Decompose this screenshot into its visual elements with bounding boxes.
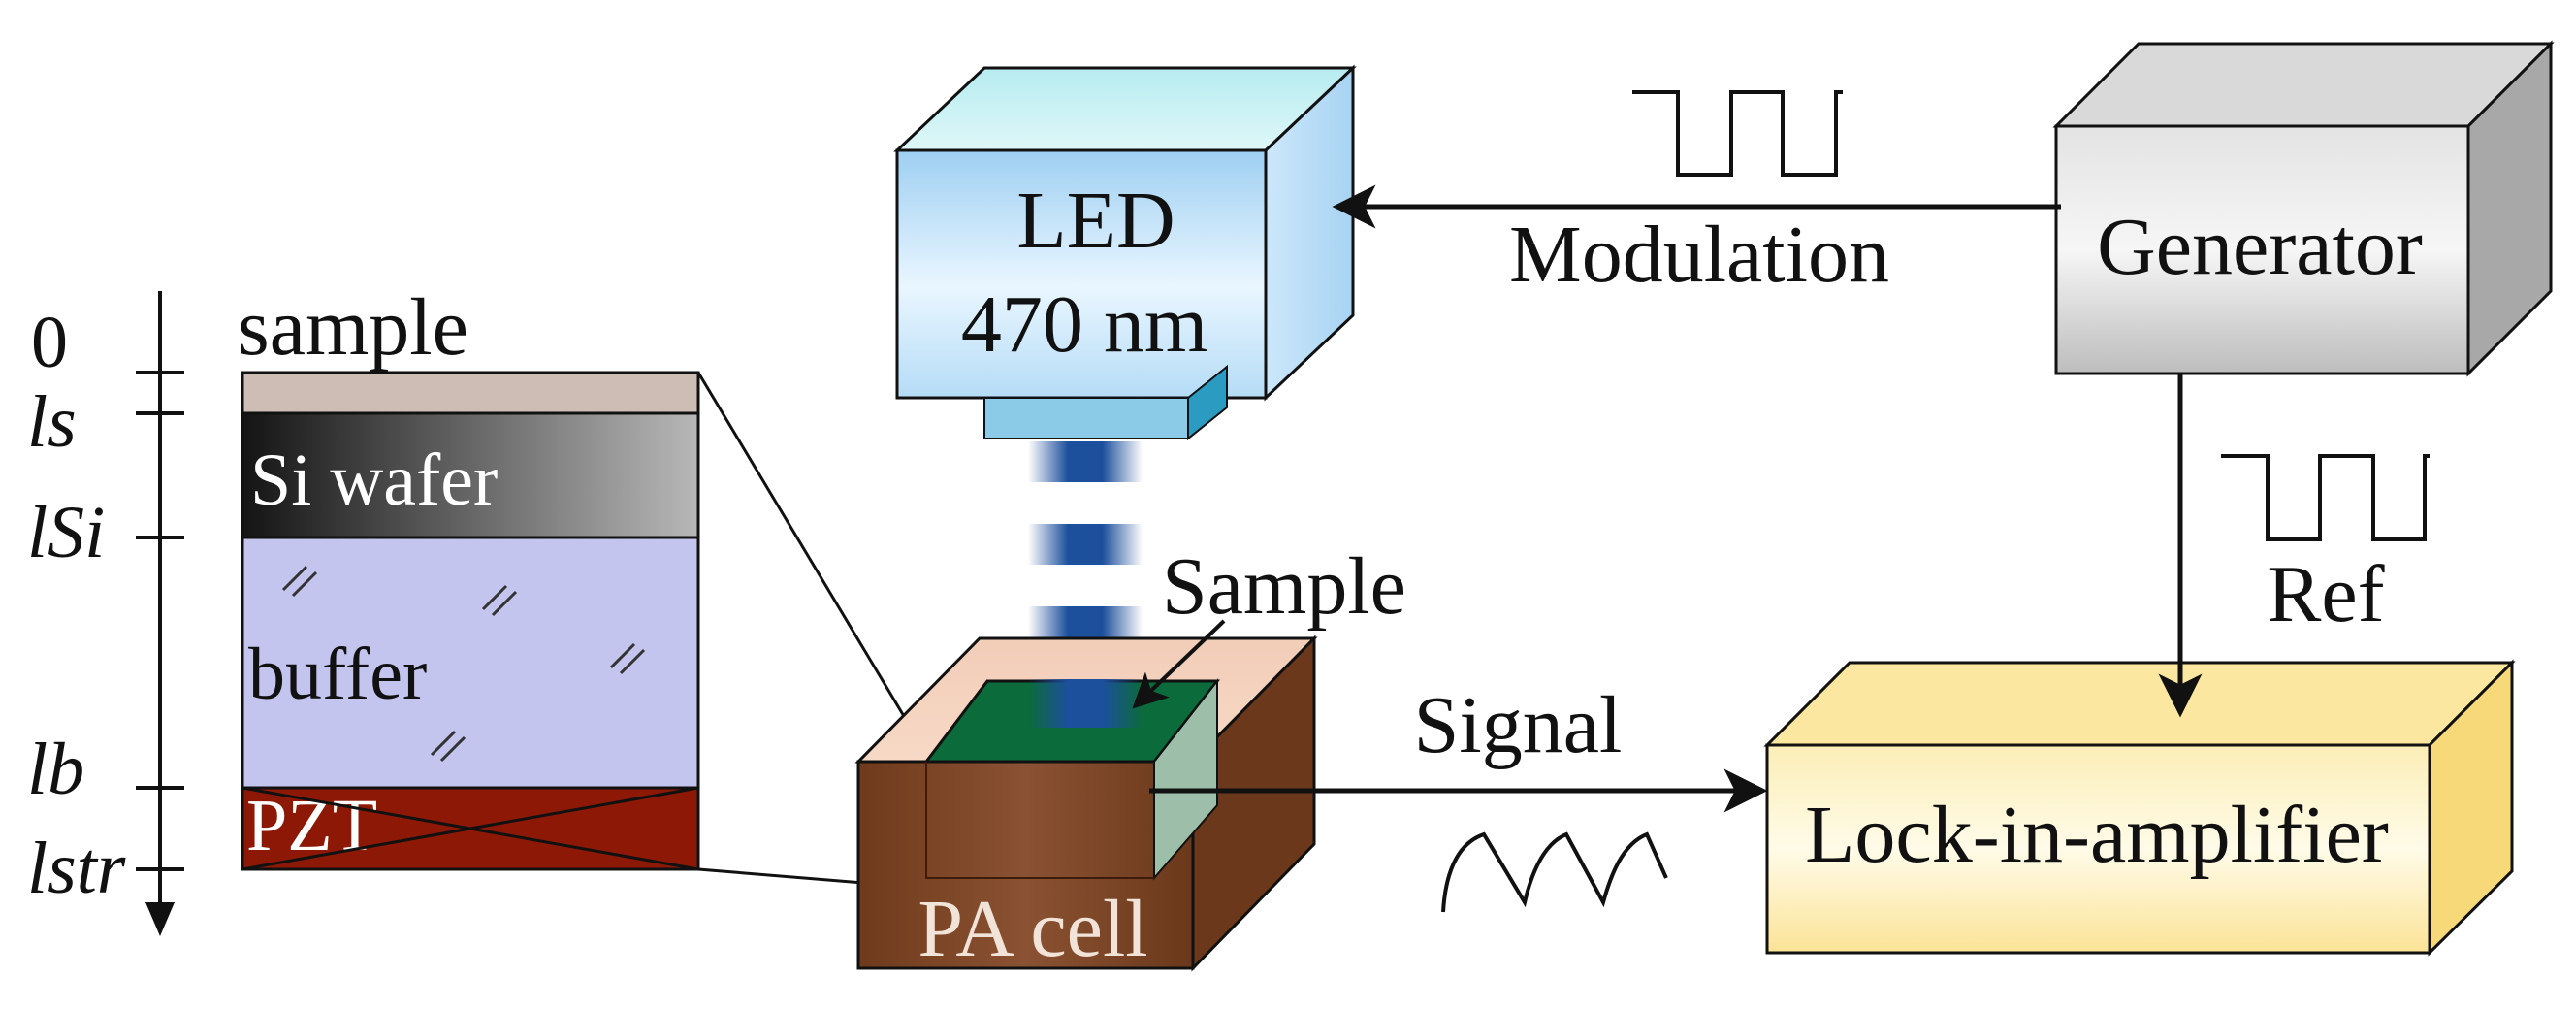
zoom-connector-lines <box>242 372 933 890</box>
modulation-square-wave <box>1632 90 1843 177</box>
tick-lsi: lSi <box>27 492 105 573</box>
ref-square-wave <box>2221 454 2430 541</box>
depth-axis: 0 ls lSi lb lstr <box>27 291 184 936</box>
light-beam <box>1028 441 1143 647</box>
pa-cell: PA cell <box>854 635 1318 974</box>
pa-cell-label: PA cell <box>918 884 1147 974</box>
buffer-layer <box>241 536 700 790</box>
signal-sawtooth-wave <box>1441 831 1668 913</box>
generator: Generator <box>2052 40 2555 377</box>
ref-label: Ref <box>2267 549 2384 639</box>
pzt-label: PZT <box>246 785 377 866</box>
tick-lb: lb <box>27 729 84 810</box>
signal-label: Signal <box>1414 680 1623 770</box>
led-label-line2: 470 nm <box>961 279 1208 370</box>
generator-label: Generator <box>2097 202 2423 292</box>
lockin-amplifier: Lock-in-amplifier <box>1763 659 2516 957</box>
buffer-hatch-marks <box>281 565 646 763</box>
tick-zero: 0 <box>31 302 68 383</box>
led-label-line1: LED <box>1016 176 1175 266</box>
lockin-label: Lock-in-amplifier <box>1805 790 2389 880</box>
sample-arrow <box>1132 619 1226 709</box>
layer-stack: sample Si wafer buffer PZT <box>238 282 700 871</box>
si-wafer-label: Si wafer <box>250 439 498 521</box>
led-source: LED 470 nm <box>893 64 1357 441</box>
buffer-label: buffer <box>248 634 427 715</box>
sample-layer-label: sample <box>238 282 468 373</box>
sample-arrow-label: Sample <box>1162 541 1406 632</box>
modulation-label: Modulation <box>1509 210 1889 300</box>
tick-lstr: lstr <box>27 828 126 909</box>
sample-layer <box>241 371 700 415</box>
tick-ls: ls <box>27 381 77 463</box>
